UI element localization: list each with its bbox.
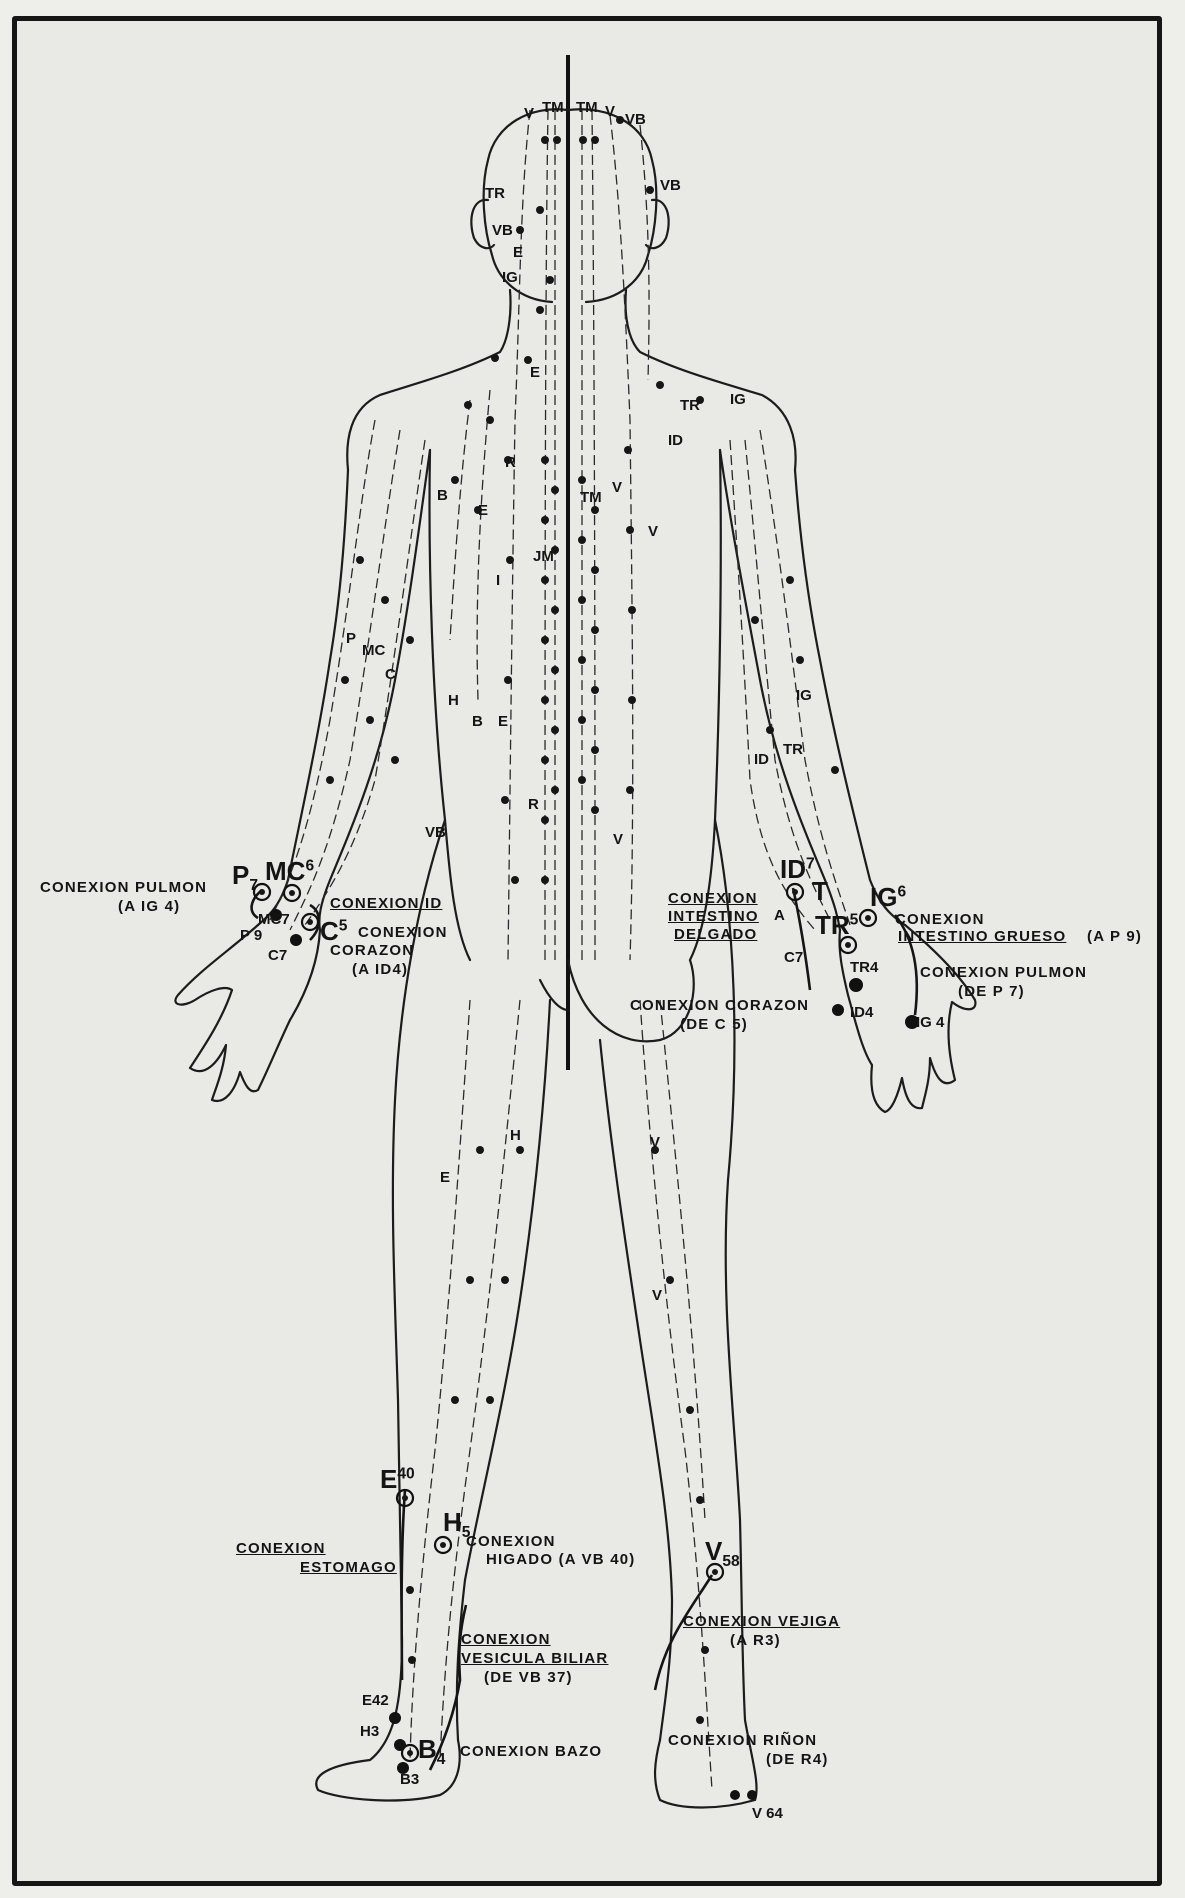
- point-c7-right: C7: [784, 950, 803, 965]
- label-a-wrist: A: [774, 908, 785, 923]
- label-tm-head-right: TM: [576, 100, 598, 115]
- point-p9: P 9: [240, 928, 262, 943]
- conexion-estomago-1: CONEXION: [236, 1541, 326, 1556]
- conexion-corazon-2: CORAZON: [330, 943, 414, 958]
- conexion-ig-1: CONEXION: [895, 912, 985, 927]
- label-ig-face: IG: [502, 270, 518, 285]
- point-b3: B3: [400, 1772, 419, 1787]
- point-tr5: TR5: [815, 912, 858, 938]
- conexion-rinon: CONEXION RIÑON: [668, 1733, 817, 1748]
- point-ig4: IG 4: [916, 1015, 944, 1030]
- conexion-ig-ref: (A P 9): [1087, 929, 1142, 944]
- point-id4: ID4: [850, 1005, 873, 1020]
- label-vb-head-side: VB: [660, 178, 681, 193]
- conexion-corazon-1: CONEXION: [358, 925, 448, 940]
- label-e-chest: E: [478, 503, 488, 518]
- label-b-abdomen: B: [472, 714, 483, 729]
- conexion-estomago-2: ESTOMAGO: [300, 1560, 397, 1575]
- label-c-arm: C: [385, 667, 396, 682]
- point-v64: V 64: [752, 1806, 783, 1821]
- point-ig6: IG6: [870, 884, 906, 910]
- label-jm: JM: [533, 549, 554, 564]
- label-h-arm: H: [448, 693, 459, 708]
- ringed-point: [402, 1745, 418, 1761]
- point-e40: E40: [380, 1466, 415, 1492]
- label-e-leg: E: [440, 1170, 450, 1185]
- label-p-arm: P: [346, 631, 356, 646]
- conexion-corazon-right: CONEXION CORAZON: [630, 998, 809, 1013]
- label-r-chest: R: [505, 455, 516, 470]
- conexion-id-left: CONEXION ID: [330, 896, 442, 911]
- conexion-vejiga-ref: (A R3): [730, 1633, 781, 1648]
- label-v-head-right: V: [605, 104, 615, 119]
- conexion-pulmon-left: CONEXION PULMON: [40, 880, 207, 895]
- conexion-vb-2: VESICULA BILIAR: [461, 1651, 608, 1666]
- conexion-pulmon-right-ref: (DE P 7): [958, 984, 1025, 999]
- ringed-point: [860, 910, 876, 926]
- ringed-point: [284, 885, 300, 901]
- label-v-leg-2: V: [652, 1288, 662, 1303]
- connection-lines: [252, 888, 917, 1770]
- label-tm-back: TM: [580, 490, 602, 505]
- label-e-abdomen: E: [498, 714, 508, 729]
- label-vb-face: VB: [492, 223, 513, 238]
- label-v-head-left: V: [524, 106, 534, 121]
- label-tr-head: TR: [485, 186, 505, 201]
- point-p7: P7: [232, 862, 258, 894]
- conexion-id-right-2: INTESTINO: [668, 909, 759, 924]
- conexion-higado-1: CONEXION: [466, 1534, 556, 1549]
- label-v-back-2: V: [648, 524, 658, 539]
- label-v-leg: V: [650, 1135, 660, 1150]
- point-e42: E42: [362, 1693, 389, 1708]
- label-tr-arm-right: TR: [783, 742, 803, 757]
- label-h-leg: H: [510, 1128, 521, 1143]
- label-mc-arm: MC: [362, 643, 385, 658]
- conexion-corazon-ref: (A ID4): [352, 962, 408, 977]
- label-e-face: E: [513, 245, 523, 260]
- label-vb-hip: VB: [425, 825, 446, 840]
- conexion-bazo: CONEXION BAZO: [460, 1744, 602, 1759]
- label-i: I: [496, 573, 500, 588]
- conexion-ig-2: INTESTINO GRUESO: [898, 929, 1066, 944]
- conexion-id-right-1: CONEXION: [668, 891, 758, 906]
- point-tr4: TR4: [850, 960, 878, 975]
- point-mc6: MC6: [265, 858, 314, 884]
- point-t: T: [812, 878, 828, 904]
- point-h3: H3: [360, 1724, 379, 1739]
- conexion-id-right-3: DELGADO: [674, 927, 757, 942]
- label-v-hip-right: V: [613, 832, 623, 847]
- ringed-point: [302, 914, 318, 930]
- label-ig-shoulder: IG: [730, 392, 746, 407]
- label-id-arm-right: ID: [754, 752, 769, 767]
- conexion-corazon-right-ref: (DE C 5): [680, 1017, 748, 1032]
- label-b-chest: B: [437, 488, 448, 503]
- point-v58: V58: [705, 1538, 740, 1570]
- point-c5: C5: [320, 918, 347, 944]
- label-id-back: ID: [668, 433, 683, 448]
- label-ig-arm-right: IG: [796, 688, 812, 703]
- conexion-vb-1: CONEXION: [461, 1632, 551, 1647]
- point-b4: B4: [418, 1736, 445, 1768]
- conexion-pulmon-right: CONEXION PULMON: [920, 965, 1087, 980]
- conexion-vejiga: CONEXION VEJIGA: [683, 1614, 840, 1629]
- conexion-vb-3: (DE VB 37): [484, 1670, 573, 1685]
- point-c7-left: C7: [268, 948, 287, 963]
- label-r-abdomen: R: [528, 797, 539, 812]
- label-tr-shoulder: TR: [680, 398, 700, 413]
- label-tm-head-left: TM: [542, 100, 564, 115]
- point-mc7: MC7: [258, 912, 290, 927]
- conexion-higado-2: HIGADO (A VB 40): [486, 1552, 636, 1567]
- conexion-pulmon-left-ref: (A IG 4): [118, 899, 180, 914]
- label-e-neck: E: [530, 365, 540, 380]
- label-vb-head-top: VB: [625, 112, 646, 127]
- label-v-back: V: [612, 480, 622, 495]
- point-id7: ID7: [780, 856, 815, 882]
- conexion-rinon-ref: (DE R4): [766, 1752, 829, 1767]
